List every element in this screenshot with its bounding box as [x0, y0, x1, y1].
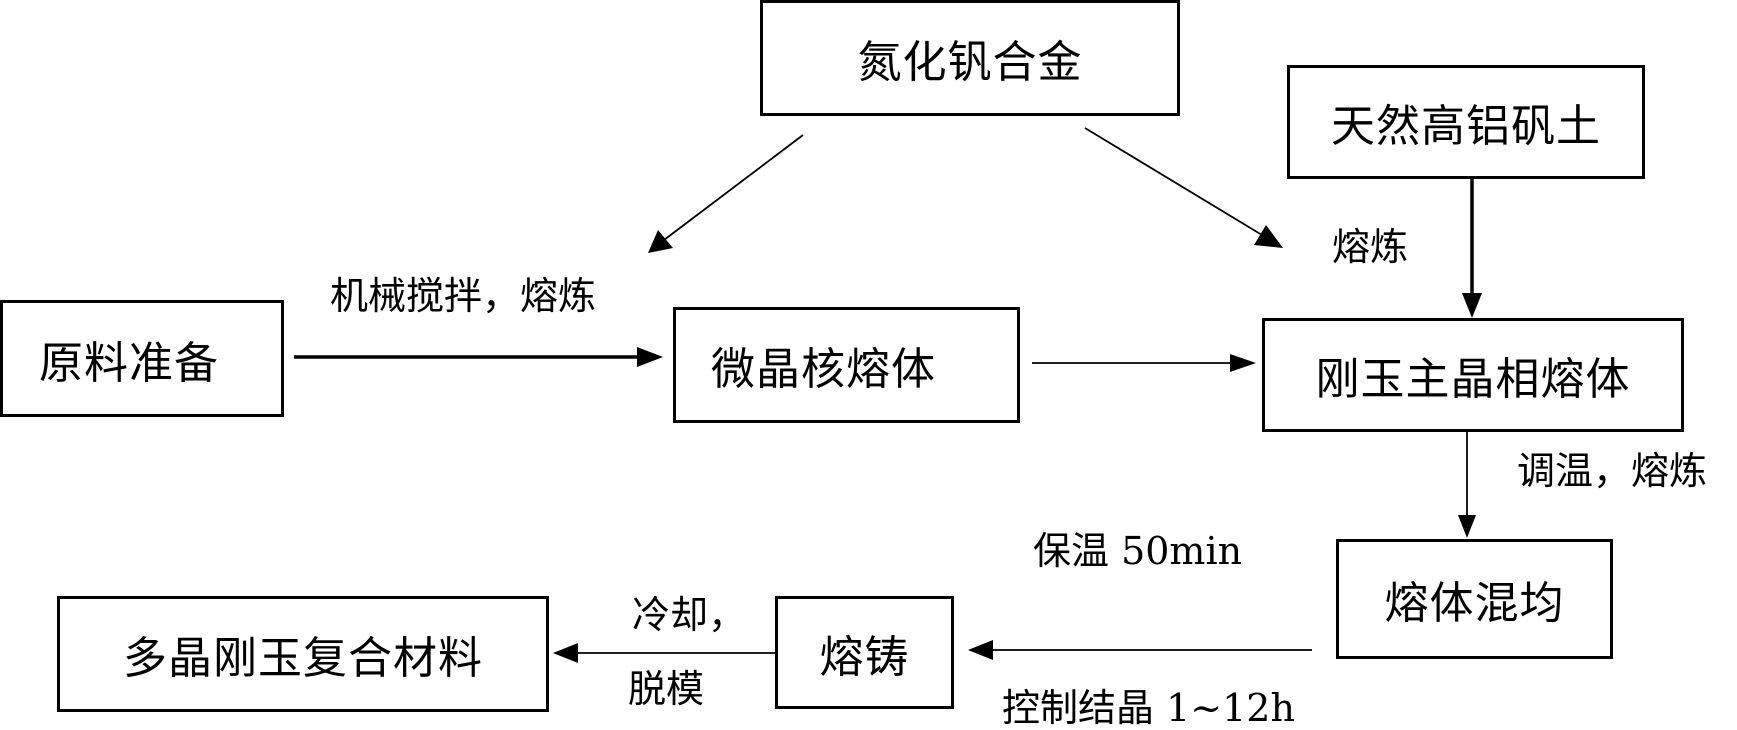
node-melt-mixing: 熔体混均	[1336, 539, 1613, 659]
arrow-bauxite-to-corundum-melt	[1462, 178, 1482, 318]
arrow-corundum-to-mixing	[1458, 432, 1476, 538]
node-vanadium-nitride-alloy: 氮化钒合金	[760, 0, 1180, 116]
node-natural-bauxite-label: 天然高铝矾土	[1331, 101, 1601, 152]
node-raw-material-prep: 原料准备	[0, 300, 284, 417]
edge-label-mechanical-stir-smelt: 机械搅拌，熔炼	[330, 274, 597, 318]
arrow-raw-to-micro-melt	[294, 347, 663, 367]
node-polycrystalline-corundum-composite-label: 多晶刚玉复合材料	[123, 633, 483, 684]
arrow-vn-to-corundum-melt	[1084, 127, 1283, 248]
edge-label-smelt: 熔炼	[1332, 225, 1409, 269]
node-natural-bauxite: 天然高铝矾土	[1287, 65, 1645, 179]
edge-label-cool: 冷却，	[632, 593, 747, 637]
node-micro-nucleus-melt-label: 微晶核熔体	[711, 344, 936, 395]
edge-label-hold-temperature: 保温 50min	[1033, 529, 1243, 573]
edge-label-temp-adjust-smelt: 调温，熔炼	[1517, 449, 1708, 493]
edge-label-control-crystallization: 控制结晶 1~12h	[1002, 686, 1295, 730]
node-casting: 熔铸	[775, 596, 954, 709]
node-corundum-main-melt-label: 刚玉主晶相熔体	[1315, 354, 1631, 405]
node-corundum-main-melt: 刚玉主晶相熔体	[1262, 318, 1684, 432]
node-micro-nucleus-melt: 微晶核熔体	[673, 307, 1020, 423]
arrow-vn-to-micro-melt	[648, 134, 804, 253]
arrow-micro-to-corundum-melt	[1032, 354, 1256, 372]
edge-label-demold: 脱模	[628, 667, 705, 711]
arrow-casting-to-product	[553, 643, 775, 663]
node-vanadium-nitride-alloy-label: 氮化钒合金	[857, 37, 1083, 88]
node-polycrystalline-corundum-composite: 多晶刚玉复合材料	[57, 596, 549, 712]
node-casting-label: 熔铸	[819, 631, 910, 683]
node-melt-mixing-label: 熔体混均	[1384, 578, 1565, 629]
arrow-mixing-to-casting	[968, 640, 1312, 660]
node-raw-material-prep-label: 原料准备	[39, 337, 219, 389]
